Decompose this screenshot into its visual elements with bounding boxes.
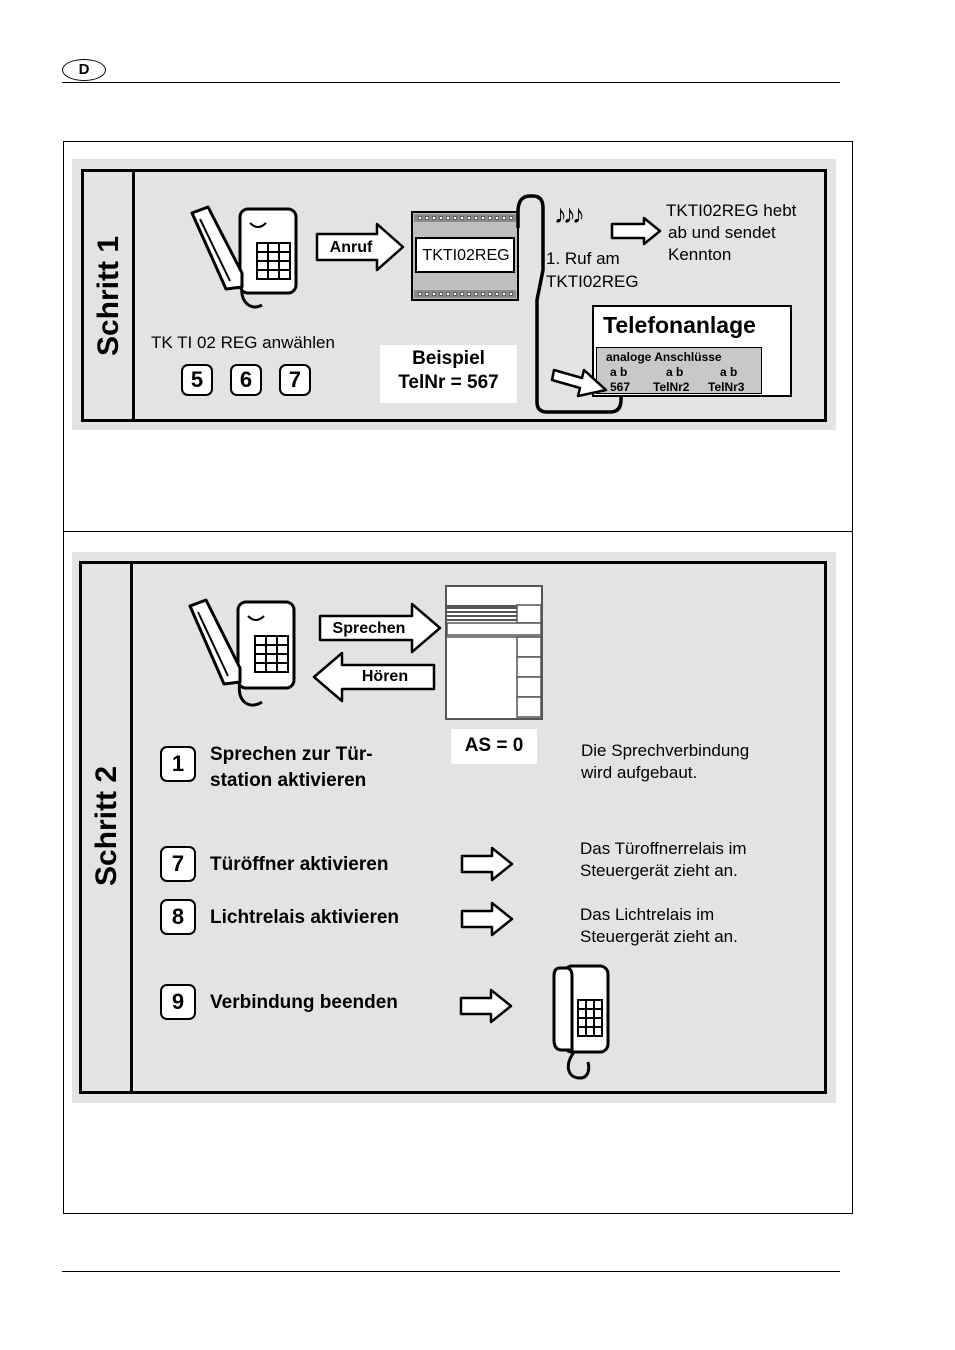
pbx-title: Telefonanlage (603, 312, 756, 338)
action8-result-line2: Steuergerät zieht an. (580, 927, 738, 946)
action7-label: Türöffner aktivieren (210, 854, 389, 875)
hung-up-phone-icon (552, 964, 610, 1080)
step1-title-divider (132, 169, 135, 422)
action9-label: Verbindung beenden (210, 992, 398, 1013)
key-8: 8 (160, 899, 196, 935)
connection-wire (516, 194, 623, 414)
example-title: Beispiel (412, 348, 485, 369)
listen-arrow-label: Hören (361, 668, 409, 685)
ring-text-line2: TKTI02REG (546, 272, 639, 291)
result-arrow-icon (610, 216, 662, 246)
result-text-line3: Kennton (668, 245, 732, 264)
pbx-port1-ab: a b (610, 365, 628, 379)
call-arrow-label: Anruf (329, 239, 373, 256)
pbx-entry-arrow-icon (550, 368, 608, 398)
telephone-icon (190, 205, 298, 309)
ring-tone-icon: ♪♪♪ (554, 199, 585, 229)
action7-result-line2: Steuergerät zieht an. (580, 861, 738, 880)
frame-divider (63, 531, 853, 532)
pbx-subtitle: analoge Anschlüsse (606, 350, 722, 364)
action7-arrow-icon (460, 846, 514, 882)
footer-rule (62, 1271, 840, 1272)
pbx-port3-ab: a b (720, 365, 738, 379)
din-rail-device-icon (411, 211, 519, 301)
as-label: AS = 0 (464, 735, 524, 756)
figure-frame (63, 141, 853, 1214)
speak-arrow-label: Sprechen (332, 620, 406, 637)
action8-result-line1: Das Lichtrelais im (580, 905, 715, 924)
door-station-icon (445, 585, 543, 720)
step2-frame (79, 561, 827, 1094)
action1-label-line2: station aktivieren (210, 770, 367, 791)
action8-arrow-icon (460, 901, 514, 937)
language-badge: D (62, 59, 106, 81)
key-9: 9 (160, 984, 196, 1020)
action1-label-line1: Sprechen zur Tür- (210, 744, 373, 765)
pbx-port2-ab: a b (666, 365, 684, 379)
action7-result-line1: Das Türoffnerrelais im (580, 839, 747, 858)
header-rule (62, 82, 840, 83)
key-6: 6 (230, 364, 262, 396)
listen-arrow-icon (312, 651, 436, 703)
call-arrow-icon (315, 222, 405, 272)
step1-title: Schritt 1 (92, 235, 125, 357)
example-box (380, 345, 517, 403)
key-5: 5 (181, 364, 213, 396)
pbx-port-panel (596, 347, 762, 394)
key-7: 7 (279, 364, 311, 396)
as-label-box (451, 729, 537, 764)
result-text-line1: TKTI02REG hebt (666, 201, 797, 220)
action1-result-line2: wird aufgebaut. (581, 763, 698, 782)
step1-frame (81, 169, 827, 422)
action9-arrow-icon (459, 988, 513, 1024)
step2-title-divider (130, 561, 133, 1094)
key-7: 7 (160, 846, 196, 882)
action1-result-line1: Die Sprechverbindung (581, 741, 750, 760)
example-value: TelNr = 567 (398, 372, 499, 393)
device-label: TKTI02REG (422, 247, 510, 264)
speak-arrow-icon (318, 602, 442, 654)
pbx-port3-label: TelNr3 (708, 380, 745, 394)
result-text-line2: ab und sendet (668, 223, 776, 242)
dial-instruction: TK TI 02 REG anwählen (151, 333, 335, 352)
step2-title: Schritt 2 (90, 765, 123, 887)
pbx-port1-label: 567 (610, 380, 631, 394)
telephone-icon (188, 598, 296, 707)
action8-label: Lichtrelais aktivieren (210, 907, 400, 928)
key-1: 1 (160, 746, 196, 782)
pbx-port2-label: TelNr2 (653, 380, 690, 394)
ring-text-line1: 1. Ruf am (546, 249, 620, 268)
